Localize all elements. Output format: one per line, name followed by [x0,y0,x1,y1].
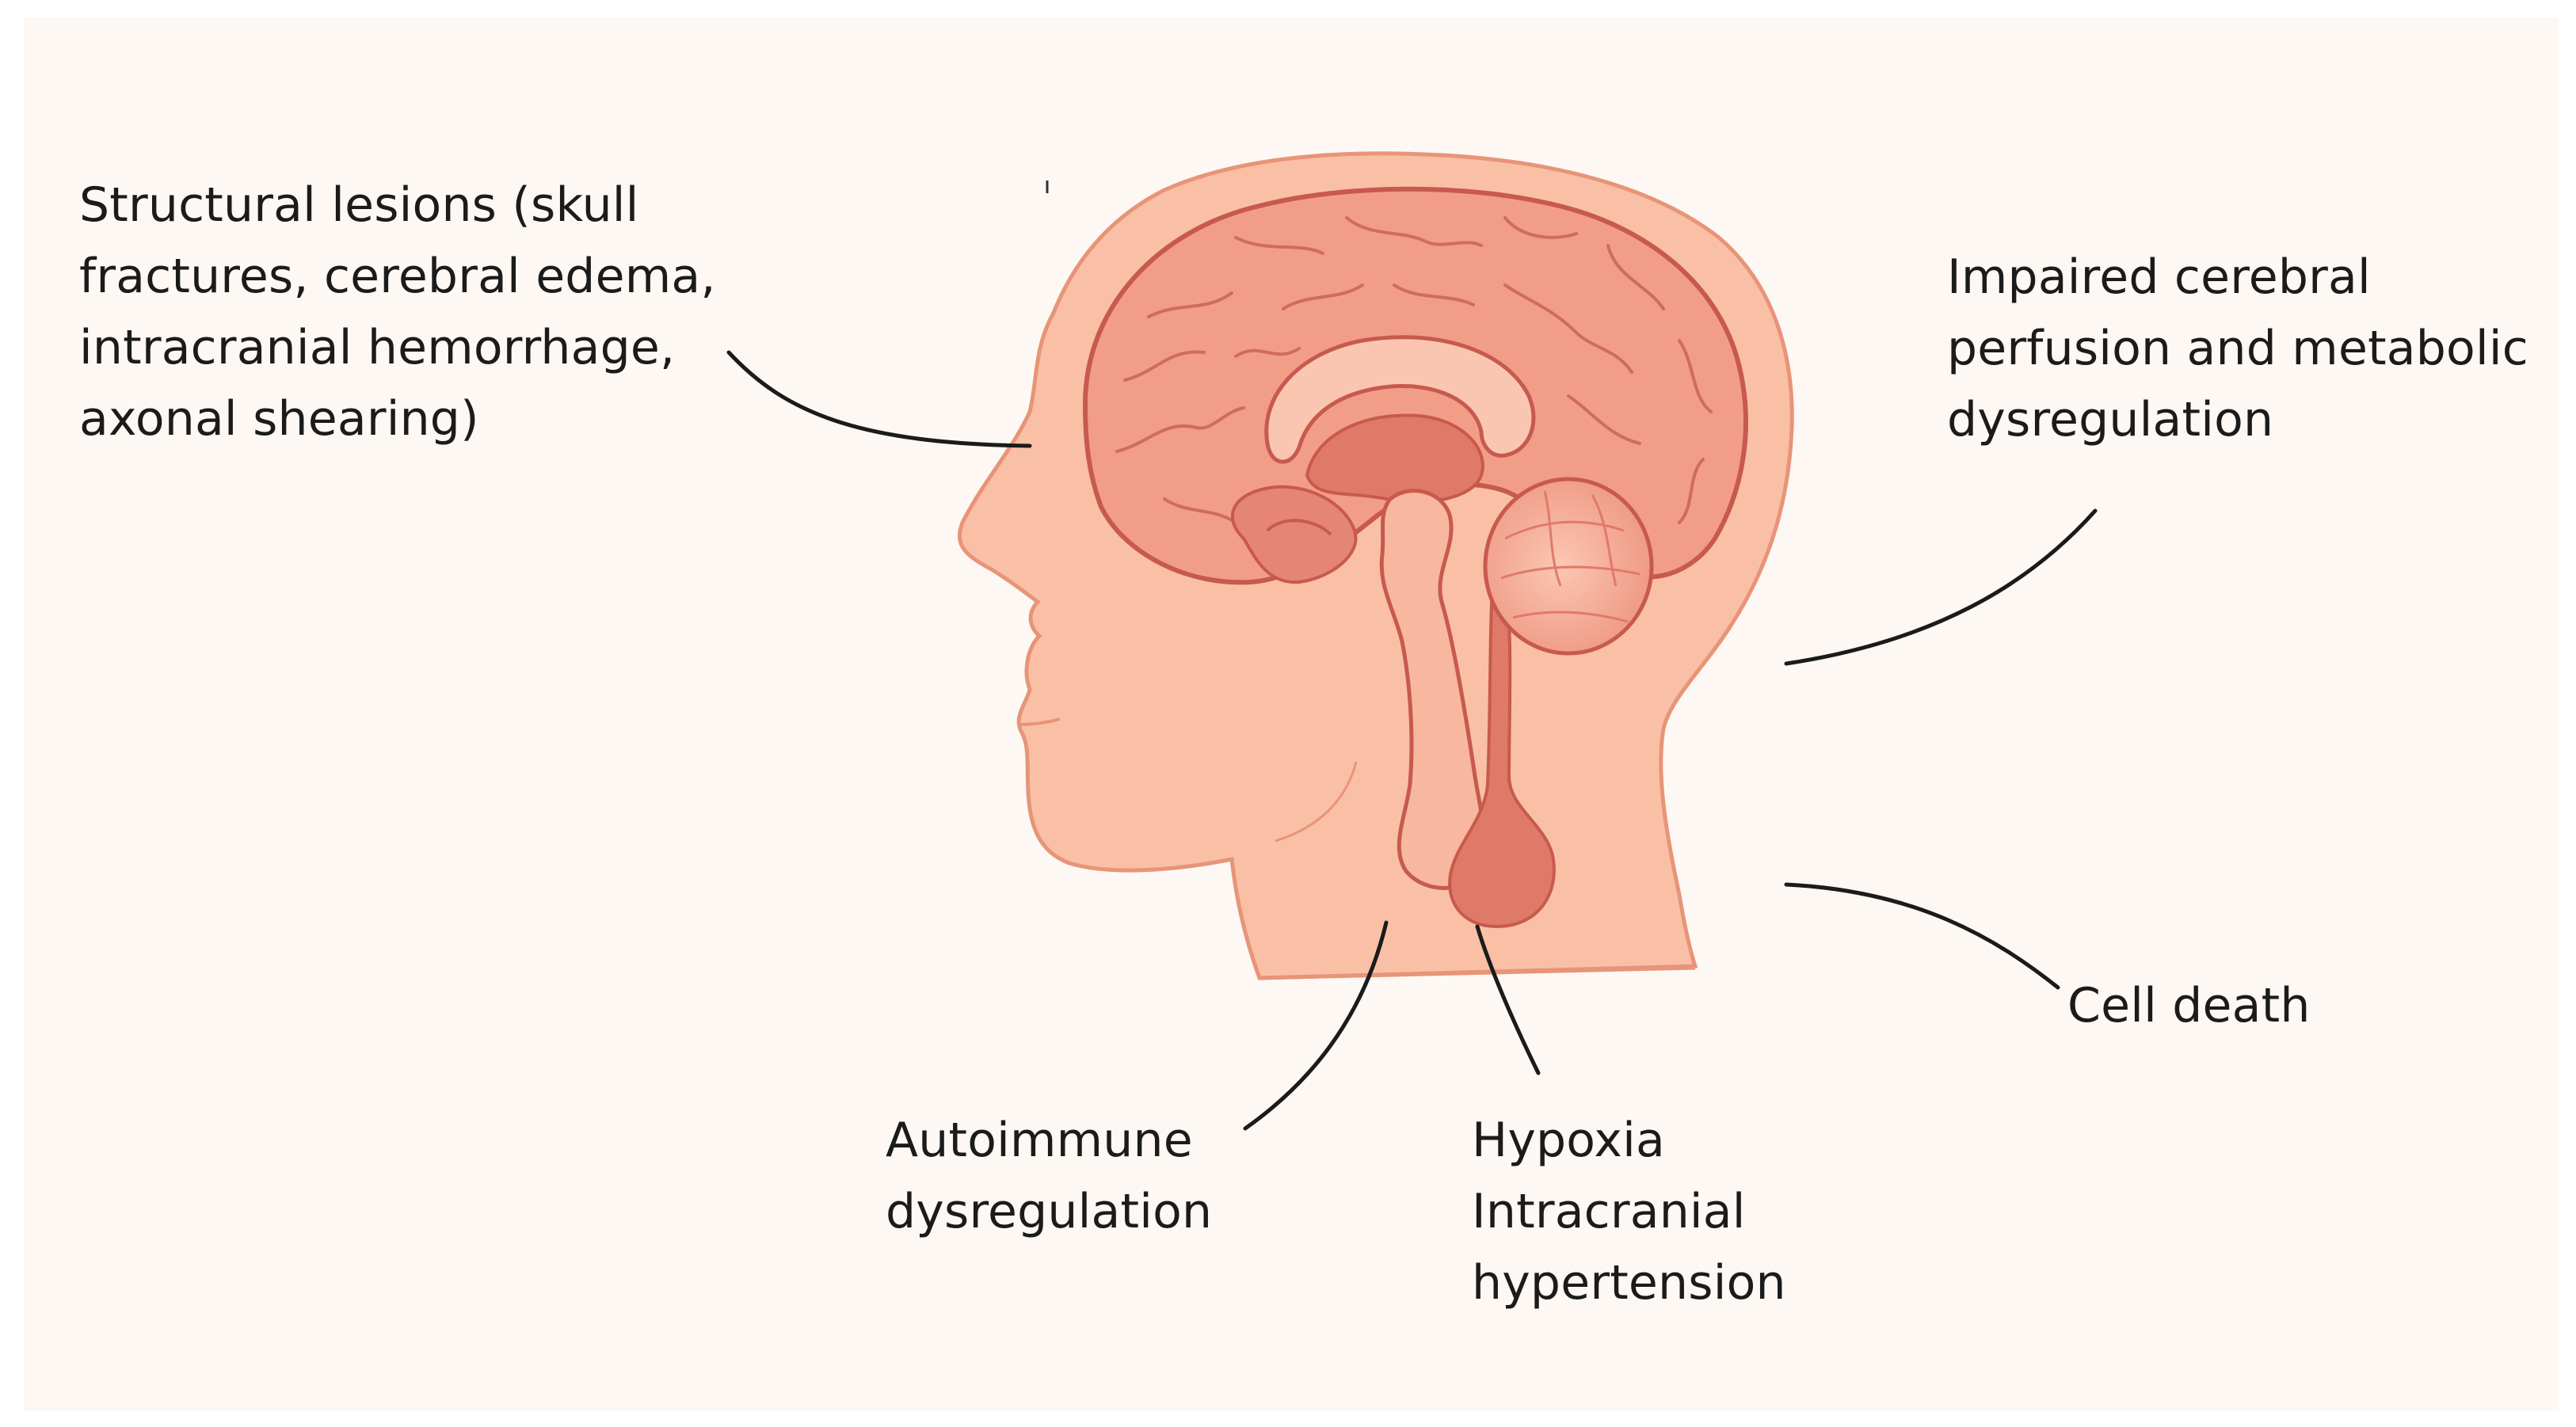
label-impaired-perfusion: Impaired cerebral perfusion and metaboli… [1947,242,2528,455]
cerebellum-folds [1500,490,1640,623]
spinal-cord [1448,569,1556,929]
label-line: dysregulation [1947,392,2274,447]
leader-autoimmune [1243,920,1389,1131]
label-line: Cell death [2067,978,2311,1033]
label-line: axonal shearing) [79,391,479,447]
label-line: Hypoxia [1472,1113,1665,1168]
leader-perfusion [1784,508,2098,666]
label-line: perfusion and metabolic [1947,321,2528,376]
label-line: Autoimmune [886,1113,1193,1168]
label-autoimmune-dysregulation: Autoimmune dysregulation [886,1105,1212,1247]
lip-line [1018,717,1061,726]
brain-gyri [1115,216,1713,524]
label-line: fractures, cerebral edema, [79,249,716,304]
label-hypoxia-hypertension: Hypoxia Intracranial hypertension [1472,1105,1786,1319]
label-cell-death: Cell death [2067,970,2311,1041]
label-line: dysregulation [886,1184,1213,1239]
chin-line [1275,761,1358,843]
label-structural-lesions: Structural lesions (skull fractures, cer… [79,169,716,455]
leader-structural [726,350,1032,448]
temporal-lobe [1230,485,1358,584]
leader-celldeath [1784,882,2060,990]
label-line: Impaired cerebral [1947,249,2371,305]
neck-base [1259,965,1696,980]
label-line: Intracranial [1472,1184,1746,1239]
temporal-inner [1266,519,1332,536]
thalamus [1305,413,1484,504]
label-line: intracranial hemorrhage, [79,320,676,375]
corpus-callosum [1264,335,1536,464]
leader-hypoxia [1475,924,1541,1075]
label-line: Structural lesions (skull [79,177,639,233]
leader-lines [726,350,2098,1131]
label-line: hypertension [1472,1255,1786,1311]
